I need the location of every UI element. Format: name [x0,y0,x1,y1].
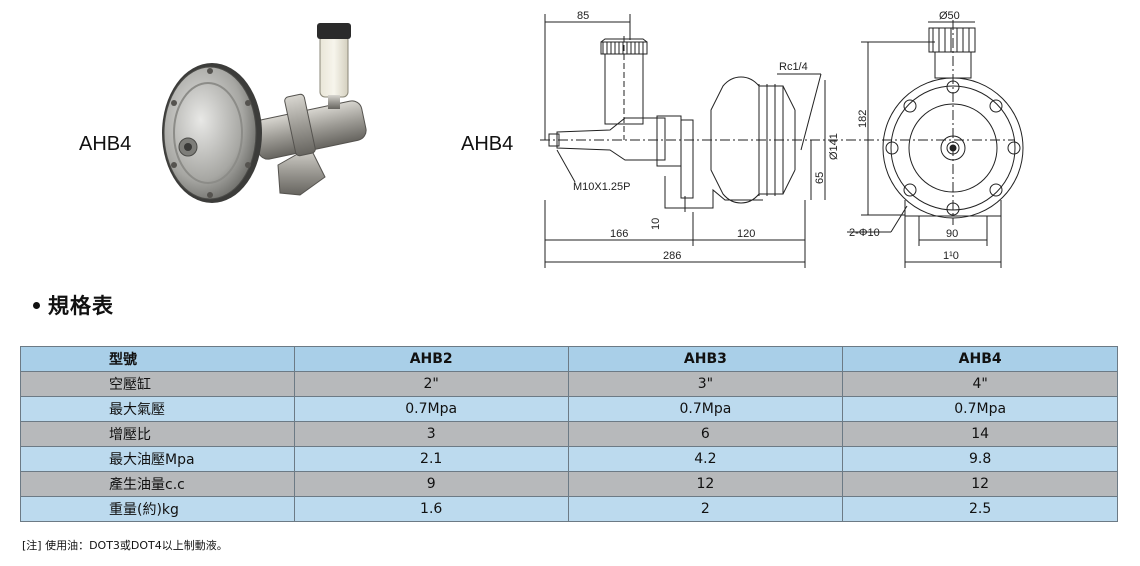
table-cell: 14 [842,421,1118,447]
section-title-text: 規格表 [48,294,114,318]
table-cell: 9.8 [842,446,1118,472]
dim-286: 286 [663,250,681,262]
table-cell: 0.7Mpa [293,396,569,422]
table-row-label: 重量(約)kg [20,496,295,522]
table-row: 重量(約)kg 1.6 2 2.5 [20,496,1118,522]
drawing-model-label: AHB4 [461,133,514,155]
dim-110: 1¹0 [943,250,959,262]
table-cell: 2" [293,371,569,397]
table-row: 產生油量c.c 9 12 12 [20,471,1118,497]
footnote: [注] 使用油：DOT3或DOT4以上制動液。 [22,539,228,552]
table-row-label: 增壓比 [20,421,295,447]
table-row-label: 空壓缸 [20,371,295,397]
table-cell: 1.6 [293,496,569,522]
dim-d141: Ø141 [828,133,840,160]
dim-166: 166 [610,228,628,240]
table-cell: 9 [293,471,569,497]
product-photo [160,15,390,220]
table-cell: 2 [567,496,844,522]
table-header-cell: AHB4 [842,346,1118,372]
table-header-cell: AHB3 [567,346,844,372]
table-header-cell: AHB2 [293,346,569,372]
spec-table: 型號 AHB2 AHB3 AHB4 空壓缸 2" 3" 4" 最大氣壓 0.7M… [20,346,1118,522]
dim-120: 120 [737,228,755,240]
dim-85: 85 [577,10,589,22]
table-cell: 3" [567,371,844,397]
dim-65: 65 [814,172,826,184]
dim-holes: 2-Φ10 [849,227,880,239]
table-row: 增壓比 3 6 14 [20,421,1118,447]
dim-rc: Rc1/4 [779,61,808,73]
dim-90: 90 [946,228,958,240]
table-cell: 12 [567,471,844,497]
photo-model-label: AHB4 [79,133,132,155]
table-cell: 4.2 [567,446,844,472]
table-row: 最大油壓Mpa 2.1 4.2 9.8 [20,446,1118,472]
table-cell: 4" [842,371,1118,397]
table-cell: 0.7Mpa [842,396,1118,422]
table-row-label: 產生油量c.c [20,471,295,497]
table-cell: 0.7Mpa [567,396,844,422]
table-row-label: 最大油壓Mpa [20,446,295,472]
section-title: 規格表 [33,290,114,320]
table-cell: 12 [842,471,1118,497]
dim-d50: Ø50 [939,10,960,22]
table-row-label: 最大氣壓 [20,396,295,422]
table-header-cell: 型號 [20,346,295,372]
table-header-row: 型號 AHB2 AHB3 AHB4 [20,346,1118,372]
table-cell: 6 [567,421,844,447]
bullet-icon [33,301,40,309]
table-row: 最大氣壓 0.7Mpa 0.7Mpa 0.7Mpa [20,396,1118,422]
dim-thread: M10X1.25P [573,181,630,193]
table-row: 空壓缸 2" 3" 4" [20,371,1118,397]
table-cell: 3 [293,421,569,447]
dim-182: 182 [857,110,869,128]
technical-drawing: 85 Rc1/4 Ø141 65 M10X1.25P [535,0,1035,275]
dim-10: 10 [650,218,662,230]
table-cell: 2.5 [842,496,1118,522]
table-cell: 2.1 [293,446,569,472]
